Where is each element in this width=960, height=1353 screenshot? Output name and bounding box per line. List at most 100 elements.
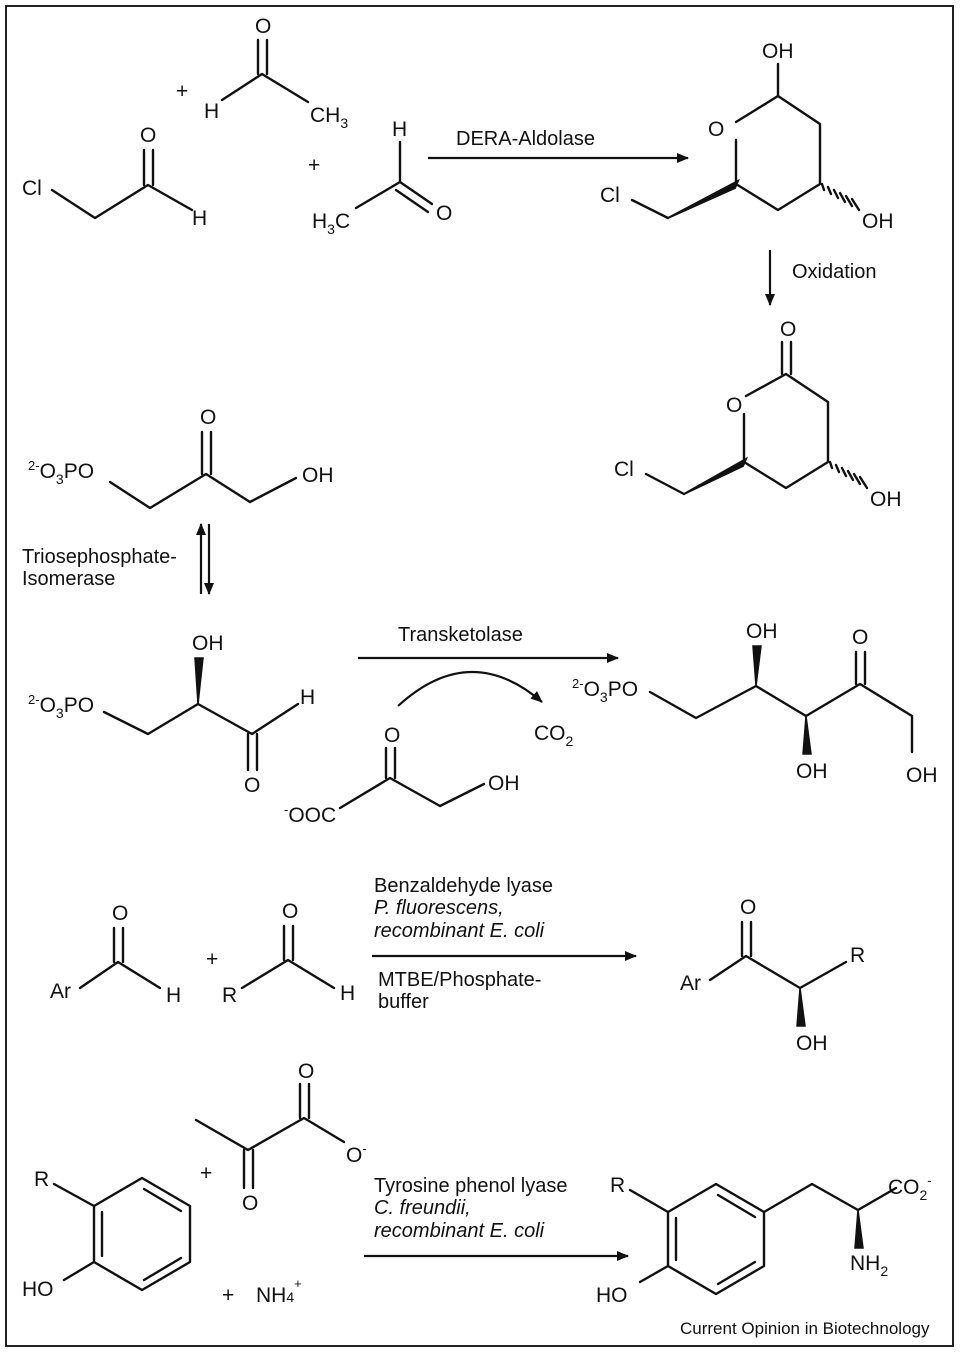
atom-ho: HO <box>596 1284 628 1307</box>
reaction-4: Ar O H + R O H Benzaldehyde lyase P. flu… <box>50 875 865 1055</box>
wedge-bond <box>194 657 204 705</box>
reaction-5: R HO + O O O- + NH34+ Tyrosine phenol ly… <box>22 1060 932 1307</box>
atom-h: H <box>204 100 219 123</box>
enzyme-label-line1: Triosephosphate- <box>22 546 177 568</box>
dopa-product: R HO NH2 CO2- <box>596 1173 932 1307</box>
atom-o: O <box>298 1060 314 1083</box>
ketose-phosphate-product: 2-O3PO OH OH O OH <box>572 620 938 787</box>
solvent-label-line1: MTBE/Phosphate- <box>378 969 541 991</box>
co2-release-arrow <box>397 670 543 707</box>
atom-o: O <box>140 124 156 147</box>
enzyme-label: Tyrosine phenol lyase <box>374 1175 567 1197</box>
atom-o: O <box>780 318 796 341</box>
enzyme-label: Transketolase <box>398 624 523 646</box>
atom-o: O <box>436 202 452 225</box>
atom-o: O <box>384 724 400 747</box>
enzyme-label-line2: Isomerase <box>22 568 115 590</box>
methyl-label: H3C <box>312 210 350 237</box>
organism-label: P. fluorescens, <box>374 897 504 919</box>
carboxylate-oxygen: O- <box>346 1141 367 1167</box>
figure-frame <box>5 5 954 1347</box>
atom-o: O <box>242 1192 258 1215</box>
ammonium-label: NH34+ <box>256 1276 302 1307</box>
atom-r: R <box>850 944 865 967</box>
atom-h: H <box>300 686 315 709</box>
atom-r: R <box>34 1168 49 1191</box>
reaction-3: Transketolase CO2 -OOC O OH 2-O3PO OH OH… <box>284 620 938 827</box>
aryl-aldehyde: Ar O H <box>50 902 181 1007</box>
atom-o: O <box>740 896 756 919</box>
carboxylate-label: -OOC <box>284 802 336 827</box>
wedge-bond <box>752 645 762 687</box>
oxidation-label: Oxidation <box>792 261 877 283</box>
ring-oxygen: O <box>726 394 742 417</box>
pyruvate: O O O- <box>194 1060 367 1215</box>
atom-h: H <box>166 984 181 1007</box>
plus-sign: + <box>308 154 320 177</box>
methyl-label: CH3 <box>310 104 348 131</box>
atom-ho: HO <box>22 1278 54 1301</box>
dihydroxyacetone-phosphate: 2-O3PO O OH <box>28 406 334 510</box>
glyceraldehyde-phosphate: 2-O3PO OH O H <box>28 632 315 797</box>
atom-o: O <box>255 15 271 38</box>
wedge-bond <box>683 456 749 495</box>
alkyl-aldehyde: R O H <box>222 900 355 1007</box>
atom-oh: OH <box>192 632 224 655</box>
atom-oh: OH <box>906 764 938 787</box>
wedge-bond <box>796 987 806 1027</box>
journal-credit: Current Opinion in Biotechnology <box>680 1319 930 1338</box>
acetaldehyde-1: O H CH3 <box>204 15 348 131</box>
atom-o: O <box>852 626 868 649</box>
phosphate-label: 2-O3PO <box>28 458 94 487</box>
organism-label: C. freundii, <box>374 1197 471 1219</box>
lactone-product: O O Cl OH <box>614 318 902 511</box>
chloroacetaldehyde: Cl O H <box>22 124 207 230</box>
enzyme-label: Benzaldehyde lyase <box>374 875 553 897</box>
lactol-product: OH O Cl OH <box>600 40 894 233</box>
atom-oh: OH <box>302 464 334 487</box>
atom-oh: OH <box>870 488 902 511</box>
phosphate-label: 2-O3PO <box>572 676 638 705</box>
carboxylate-label: CO2- <box>888 1173 932 1203</box>
wedge-bond <box>854 1209 864 1249</box>
atom-r: R <box>222 984 237 1007</box>
atom-cl: Cl <box>600 184 620 207</box>
phosphate-label: 2-O3PO <box>28 692 94 721</box>
atom-oh: OH <box>862 210 894 233</box>
host-label: recombinant E. coli <box>374 920 545 942</box>
atom-r: R <box>610 1174 625 1197</box>
reaction-1: Cl O H + O H CH3 + H O H3C DERA-Aldolase <box>22 15 902 511</box>
plus-sign: + <box>206 948 218 971</box>
atom-h: H <box>392 118 407 141</box>
wedge-bond <box>802 715 812 755</box>
atom-oh: OH <box>762 40 794 63</box>
atom-cl: Cl <box>614 458 634 481</box>
atom-ar: Ar <box>680 972 701 995</box>
solvent-label-line2: buffer <box>378 991 429 1013</box>
hydroxypyruvate: -OOC O OH <box>284 724 520 827</box>
host-label: recombinant E. coli <box>374 1220 545 1242</box>
atom-cl: Cl <box>22 177 42 200</box>
atom-oh: OH <box>746 620 778 643</box>
atom-oh: OH <box>488 772 520 795</box>
co2-label: CO2 <box>534 722 574 749</box>
atom-h: H <box>192 207 207 230</box>
substituted-phenol: R HO <box>22 1168 192 1301</box>
atom-o: O <box>282 900 298 923</box>
reaction-2: 2-O3PO O OH Triosephosphate- Isomerase 2… <box>22 406 334 797</box>
atom-oh: OH <box>796 1032 828 1055</box>
ring-oxygen: O <box>708 118 724 141</box>
atom-h: H <box>340 982 355 1005</box>
atom-ar: Ar <box>50 980 71 1003</box>
hydroxy-ketone-product: Ar O R OH <box>680 896 865 1055</box>
acetaldehyde-2: H O H3C <box>312 118 452 237</box>
atom-oh: OH <box>796 760 828 783</box>
amine-label: NH2 <box>850 1252 888 1279</box>
atom-o: O <box>200 406 216 429</box>
atom-o: O <box>244 774 260 797</box>
atom-o: O <box>112 902 128 925</box>
wedge-bond <box>667 178 741 219</box>
plus-sign: + <box>222 1284 234 1307</box>
plus-sign: + <box>200 1162 212 1185</box>
